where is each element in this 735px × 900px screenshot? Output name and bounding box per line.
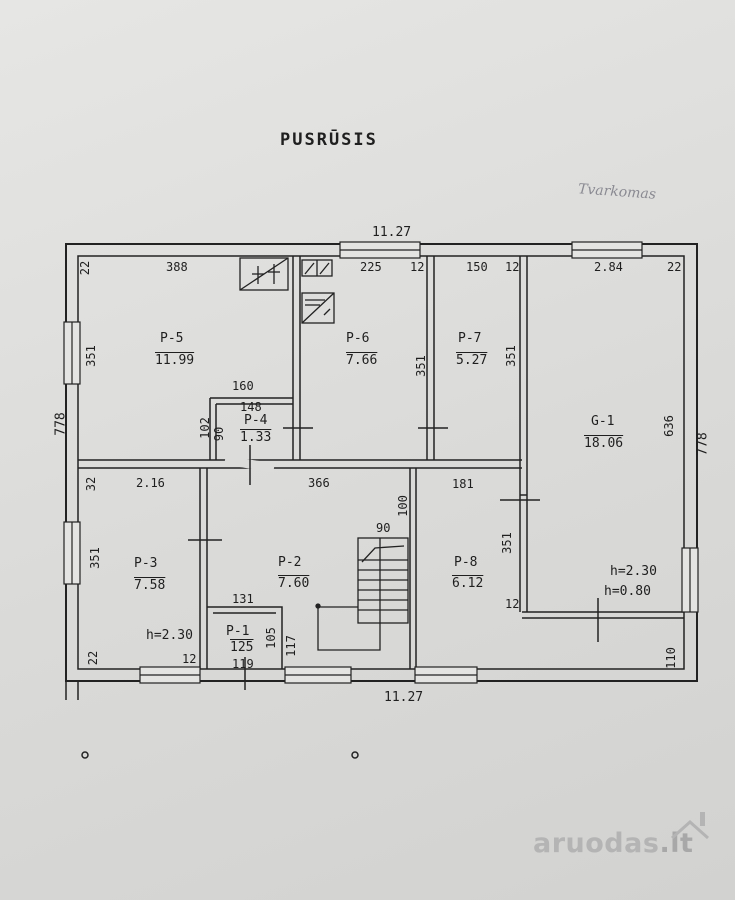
wall-p5-p6: [292, 256, 301, 460]
dim-bottom-width: 11.27: [384, 690, 424, 705]
p6-wall: 12: [410, 260, 425, 274]
g1-height: 636: [661, 415, 676, 437]
p4-height: 90: [212, 426, 227, 442]
wall-p3-p2: [199, 468, 208, 669]
p3-height: 351: [87, 547, 102, 569]
p5-width: 388: [166, 260, 188, 274]
outer-wall: [65, 243, 698, 682]
p4-label: P-4: [244, 413, 268, 428]
p2-dim-b: 117: [283, 635, 298, 657]
p5-label: P-5: [160, 331, 184, 346]
p4-area: 1.33: [240, 430, 272, 445]
watermark-logo: aruodas.lt: [533, 830, 693, 857]
wall-p1: [207, 606, 283, 669]
g1-ceiling-b: h=0.80: [604, 584, 651, 599]
p7-wall: 12: [505, 260, 520, 274]
p6-height: 351: [413, 355, 428, 377]
dim-top-width: 11.27: [372, 225, 412, 240]
p1-height: 105: [263, 627, 278, 649]
staircase: [315, 537, 409, 651]
p8-width: 181: [452, 477, 474, 491]
p7-label: P-7: [458, 331, 482, 346]
handwritten-note: Tvarkomas: [577, 181, 657, 203]
g1-label: G-1: [591, 414, 615, 429]
p1-width-top: 131: [232, 592, 254, 606]
outer-wall-inner: [77, 255, 685, 670]
p4-dim-160: 160: [232, 379, 254, 393]
p2-area: 7.60: [278, 576, 310, 591]
wall-middle: [78, 459, 522, 469]
wall-p7-g1: [519, 256, 528, 612]
p8-label: P-8: [454, 555, 478, 570]
p6-label: P-6: [346, 331, 370, 346]
fixture-heater: [239, 257, 289, 291]
outer-step: [65, 681, 79, 700]
p8-height: 351: [499, 532, 514, 554]
g1-ceiling-a: h=2.30: [610, 564, 657, 579]
p8-area: 6.12: [452, 576, 484, 591]
p3-wall-bottom: 22: [86, 650, 101, 666]
watermark-brand: aruodas: [533, 828, 660, 859]
p5-wall: 22: [78, 260, 93, 276]
p6-width: 225: [360, 260, 382, 274]
dim-right-height: 778: [695, 432, 711, 456]
p4-dim-102: 102: [197, 417, 212, 439]
p4-width: 148: [240, 400, 262, 414]
g1-area: 18.06: [584, 436, 624, 451]
p1-width-bottom: 119: [232, 657, 254, 671]
p5-area: 11.99: [155, 353, 195, 368]
p5-height: 351: [83, 345, 98, 367]
fixture-boiler: [301, 292, 335, 324]
p1-label: P-1: [226, 624, 250, 639]
p3-label: P-3: [134, 556, 158, 571]
p2-stair-width: 90: [376, 521, 391, 535]
p1-area: 125: [230, 640, 254, 655]
p3-wall-top: 32: [84, 476, 99, 492]
plan-title: PUSRŪSIS: [280, 130, 378, 150]
wall-p6-p7: [426, 256, 435, 460]
watermark-tld: .lt: [659, 828, 694, 859]
wall-p4: [209, 397, 293, 460]
p2-dim-a: 100: [395, 495, 410, 517]
p2-width: 366: [308, 476, 330, 490]
g1-bottom-dim: 110: [663, 647, 678, 669]
p7-height: 351: [503, 345, 518, 367]
p2-label: P-2: [278, 555, 302, 570]
p8-wall: 12: [505, 597, 520, 611]
g1-wall: 22: [667, 260, 682, 274]
p7-area: 5.27: [456, 353, 488, 368]
wall-p2-p8: [409, 468, 417, 669]
p3-area: 7.58: [134, 578, 166, 593]
p7-width: 150: [466, 260, 488, 274]
wall-g1-bottom: [522, 611, 684, 619]
marker-circle-1: [81, 751, 89, 759]
marker-circle-2: [351, 751, 359, 759]
dim-left-height: 778: [53, 412, 69, 436]
g1-width: 2.84: [594, 260, 623, 274]
p6-area: 7.66: [346, 353, 378, 368]
p3-ceiling: h=2.30: [146, 628, 193, 643]
p3-wall-right: 12: [182, 652, 197, 666]
p3-width: 2.16: [136, 476, 165, 490]
